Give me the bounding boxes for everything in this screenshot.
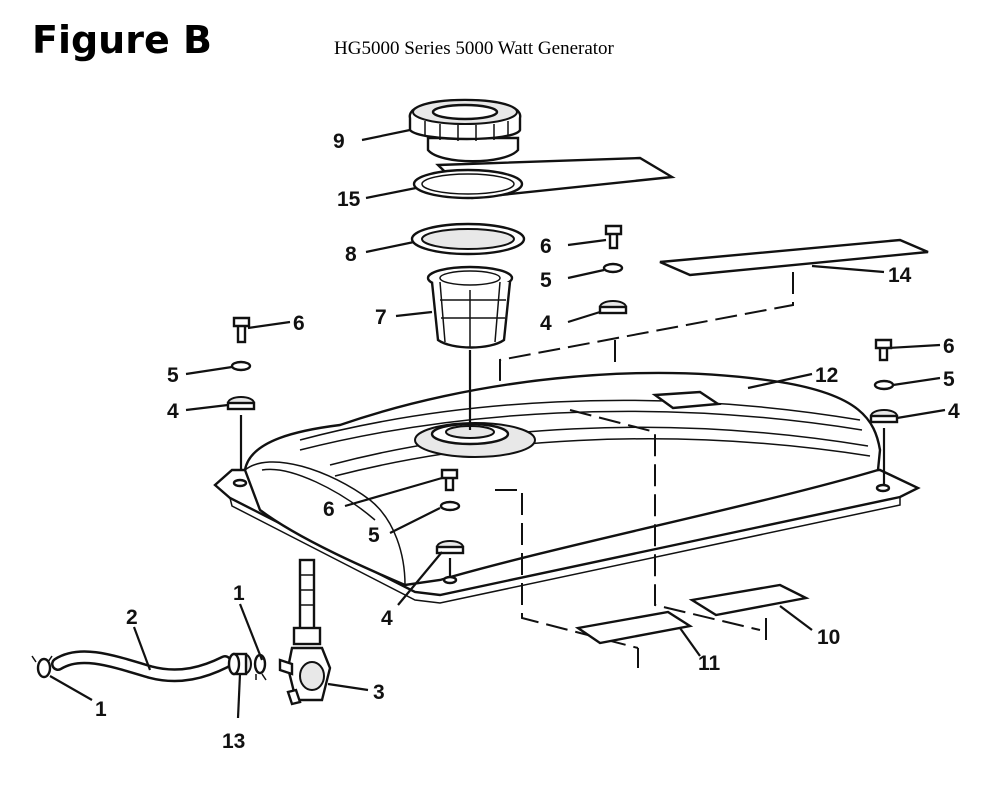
callout-9: 9 <box>333 130 345 153</box>
gasket-11 <box>574 610 694 645</box>
gasket-10 <box>688 583 810 617</box>
inline-fuel-filter <box>227 652 252 676</box>
callout-6-right: 6 <box>943 335 955 358</box>
callout-4-front: 4 <box>381 607 393 630</box>
seal-ring-15 <box>412 168 524 200</box>
callout-15: 15 <box>337 188 361 211</box>
callout-1-left: 1 <box>95 698 107 721</box>
callouts: 9 15 8 7 6 5 4 6 5 4 6 5 4 14 12 6 5 4 1… <box>95 130 960 753</box>
callout-4-left: 4 <box>167 400 179 423</box>
callout-13: 13 <box>222 730 245 753</box>
callout-6-front: 6 <box>323 498 335 521</box>
fuel-strainer <box>426 265 514 349</box>
fuel-cap <box>408 98 522 163</box>
mount-top-center <box>598 224 628 315</box>
leader-lines <box>49 128 946 719</box>
hose-clamp-left <box>31 655 53 679</box>
callout-5-left: 5 <box>167 364 179 387</box>
callout-4-top-center: 4 <box>540 312 552 335</box>
callout-5-right: 5 <box>943 368 955 391</box>
callout-5-top-center: 5 <box>540 269 552 292</box>
callout-12: 12 <box>815 364 838 387</box>
callout-6-left: 6 <box>293 312 305 335</box>
callout-5-front: 5 <box>368 524 380 547</box>
mount-front-center <box>435 468 465 578</box>
fuel-tank <box>213 371 921 604</box>
callout-14: 14 <box>888 264 912 287</box>
figure-label: Figure B <box>32 18 212 62</box>
callout-11: 11 <box>698 652 721 675</box>
callout-4-right: 4 <box>948 400 960 423</box>
gasket-14 <box>659 238 929 277</box>
callout-3: 3 <box>373 681 385 704</box>
callout-1-right: 1 <box>233 582 245 605</box>
fuel-valve <box>278 558 332 706</box>
callout-7: 7 <box>375 306 387 329</box>
callout-2: 2 <box>126 606 138 629</box>
diagram-title: HG5000 Series 5000 Watt Generator <box>334 38 614 59</box>
mount-left <box>226 316 256 470</box>
mount-right <box>869 338 899 486</box>
callout-8: 8 <box>345 243 357 266</box>
callout-10: 10 <box>817 626 840 649</box>
callout-6-top-center: 6 <box>540 235 552 258</box>
